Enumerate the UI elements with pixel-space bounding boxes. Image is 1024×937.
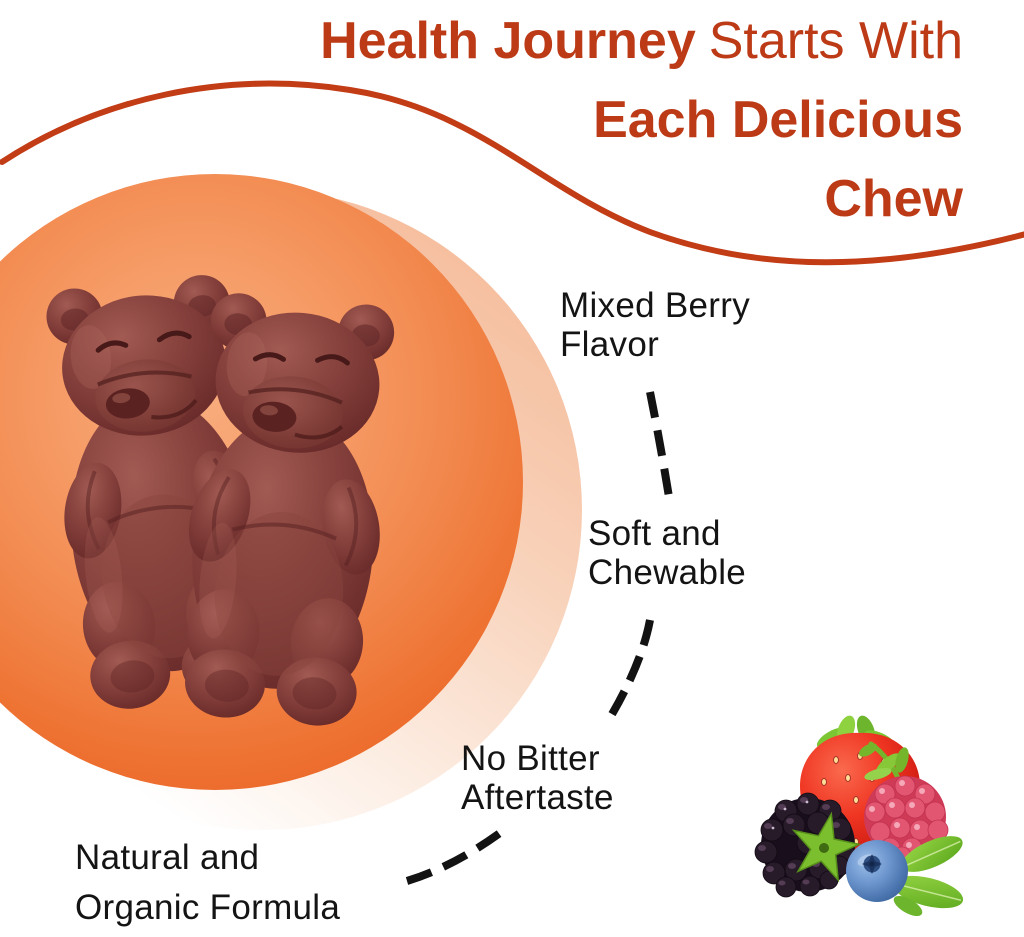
blueberry xyxy=(846,840,908,902)
title-line-2: Each Delicious xyxy=(593,91,963,149)
callout-line: Aftertaste xyxy=(461,778,614,817)
callout-line: Soft and xyxy=(588,514,721,553)
gummy-bears-image xyxy=(5,255,465,735)
callout-line: Natural and xyxy=(75,838,260,877)
callout-no-bitter-aftertaste: No Bitter Aftertaste xyxy=(461,739,614,817)
callout-line: Flavor xyxy=(560,325,660,364)
callout-line: Chewable xyxy=(588,553,747,592)
mixed-berries-image xyxy=(754,715,964,917)
callout-line: No Bitter xyxy=(461,739,600,778)
callout-line: Organic Formula xyxy=(75,888,341,927)
callout-mixed-berry-flavor: Mixed Berry Flavor xyxy=(560,286,750,364)
blackberry xyxy=(754,792,862,898)
callout-line: Mixed Berry xyxy=(560,286,751,325)
callout-soft-and-chewable: Soft and Chewable xyxy=(588,514,746,592)
raspberry-calyx xyxy=(858,741,909,781)
title-line-3: Chew xyxy=(824,170,963,228)
leaves xyxy=(892,836,964,917)
dashed-connector-3 xyxy=(405,829,503,885)
title-emphasis: Health Journey xyxy=(320,12,696,70)
dashed-connector-2 xyxy=(607,619,654,719)
title-rest: Starts With xyxy=(708,12,963,70)
dashed-connector-1 xyxy=(646,391,673,498)
callout-natural-organic-formula: Natural and Organic Formula xyxy=(75,833,340,933)
